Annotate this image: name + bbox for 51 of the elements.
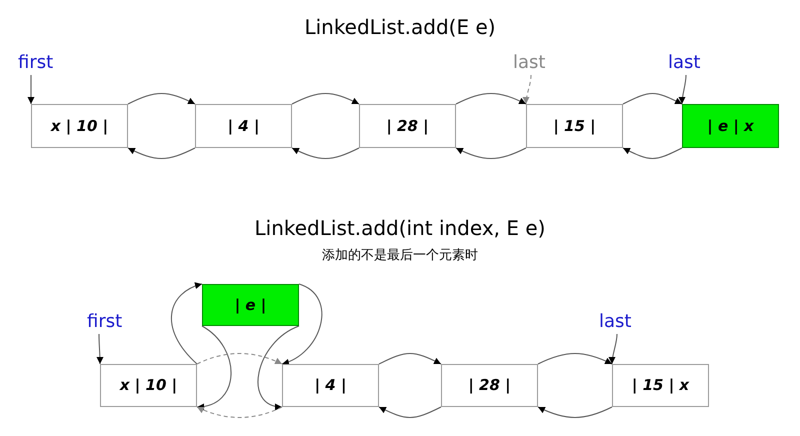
node-value: | 28 | bbox=[386, 116, 429, 137]
pointer-label: last bbox=[513, 51, 549, 75]
arrow bbox=[378, 353, 442, 364]
pointer-label: last bbox=[599, 310, 635, 334]
arrow bbox=[538, 353, 612, 364]
arrow bbox=[196, 326, 232, 410]
node-value: | 4 | bbox=[314, 375, 346, 396]
section-heading: LinkedList.add(int index, E e) bbox=[254, 215, 546, 241]
node-value: | 4 | bbox=[228, 116, 260, 137]
arrow bbox=[622, 93, 682, 104]
arrow bbox=[678, 74, 686, 104]
section-note: 添加的不是最后一个元素时 bbox=[321, 247, 479, 265]
node-value: | e | bbox=[234, 294, 266, 316]
node-value: | e | x bbox=[707, 116, 754, 137]
list-node bbox=[195, 104, 292, 148]
new-list-node bbox=[682, 104, 779, 148]
list-node bbox=[526, 104, 623, 148]
list-node bbox=[282, 364, 379, 407]
pointer-label: last bbox=[668, 51, 704, 75]
diagram-title: LinkedList.add(E e) bbox=[303, 14, 497, 40]
node-value: | 15 | x bbox=[632, 375, 690, 396]
list-node bbox=[31, 104, 128, 148]
arrow bbox=[522, 74, 532, 104]
arrow bbox=[171, 282, 202, 364]
arrow bbox=[128, 148, 196, 159]
arrow bbox=[96, 334, 104, 364]
arrow bbox=[456, 93, 526, 104]
arrow bbox=[282, 284, 322, 365]
list-node bbox=[612, 364, 709, 407]
list-node bbox=[100, 364, 197, 407]
arrow bbox=[456, 148, 526, 159]
new-list-node bbox=[202, 284, 299, 326]
list-node bbox=[359, 104, 456, 148]
node-value: x | 10 | bbox=[120, 375, 178, 396]
arrow bbox=[378, 406, 442, 418]
arrow bbox=[28, 74, 34, 104]
arrow bbox=[292, 93, 360, 104]
arrow bbox=[196, 406, 282, 418]
arrow bbox=[608, 334, 618, 364]
list-node bbox=[441, 364, 538, 407]
arrow bbox=[196, 353, 282, 364]
pointer-label: first bbox=[18, 51, 58, 75]
node-value: | 28 | bbox=[468, 375, 511, 396]
arrow bbox=[538, 406, 612, 418]
pointer-label: first bbox=[87, 310, 127, 334]
arrow bbox=[128, 93, 196, 104]
arrow bbox=[622, 148, 682, 159]
node-value: | 15 | bbox=[553, 116, 596, 137]
arrow bbox=[258, 326, 300, 410]
node-value: x | 10 | bbox=[50, 116, 108, 137]
arrow bbox=[292, 148, 360, 159]
